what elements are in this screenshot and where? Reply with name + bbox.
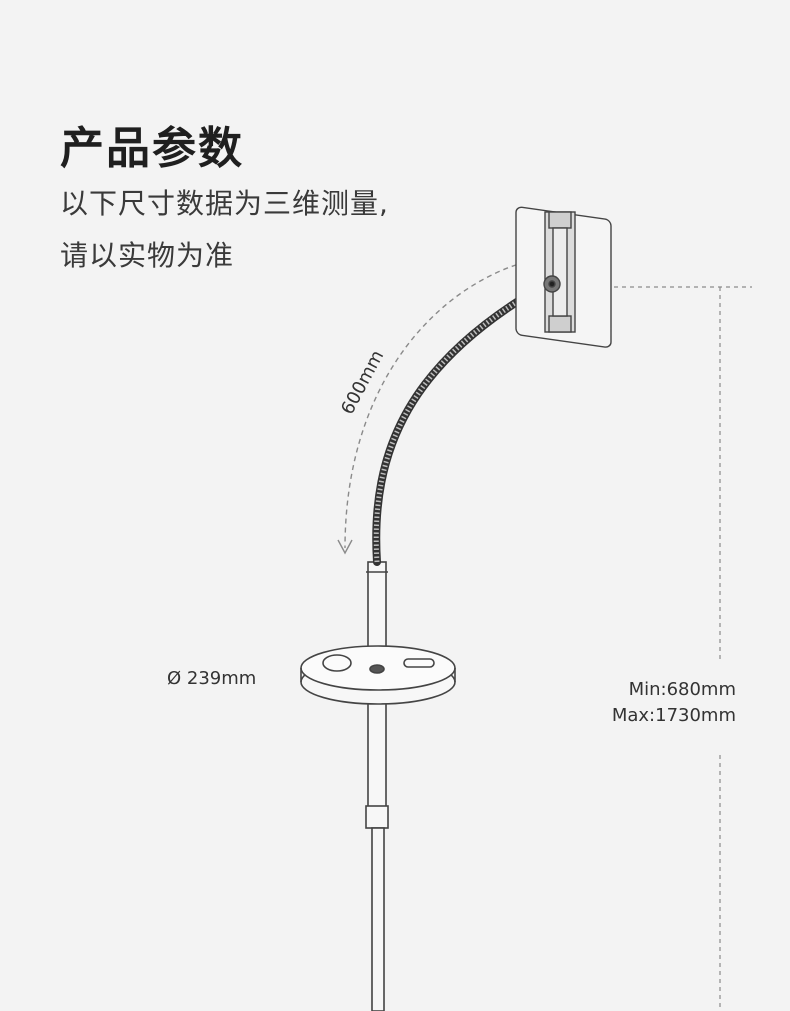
gooseneck (372, 278, 554, 566)
height-range-label: Min:680mm Max:1730mm (612, 677, 736, 729)
height-dimension-lines (598, 286, 752, 1011)
subtitle: 以下尺寸数据为三维测量, 请以实物为准 (60, 178, 389, 282)
page-title: 产品参数 (60, 123, 244, 174)
subtitle-line-1: 以下尺寸数据为三维测量, (60, 187, 389, 220)
pole (365, 561, 389, 1011)
subtitle-line-2: 请以实物为准 (60, 239, 235, 272)
height-min-label: Min:680mm (628, 679, 736, 700)
tray (300, 645, 456, 705)
tray-diameter-label: Ø 239mm (167, 668, 257, 689)
gooseneck-dimension-arc (337, 261, 526, 555)
tablet-holder (515, 206, 612, 348)
height-max-label: Max:1730mm (611, 705, 736, 726)
